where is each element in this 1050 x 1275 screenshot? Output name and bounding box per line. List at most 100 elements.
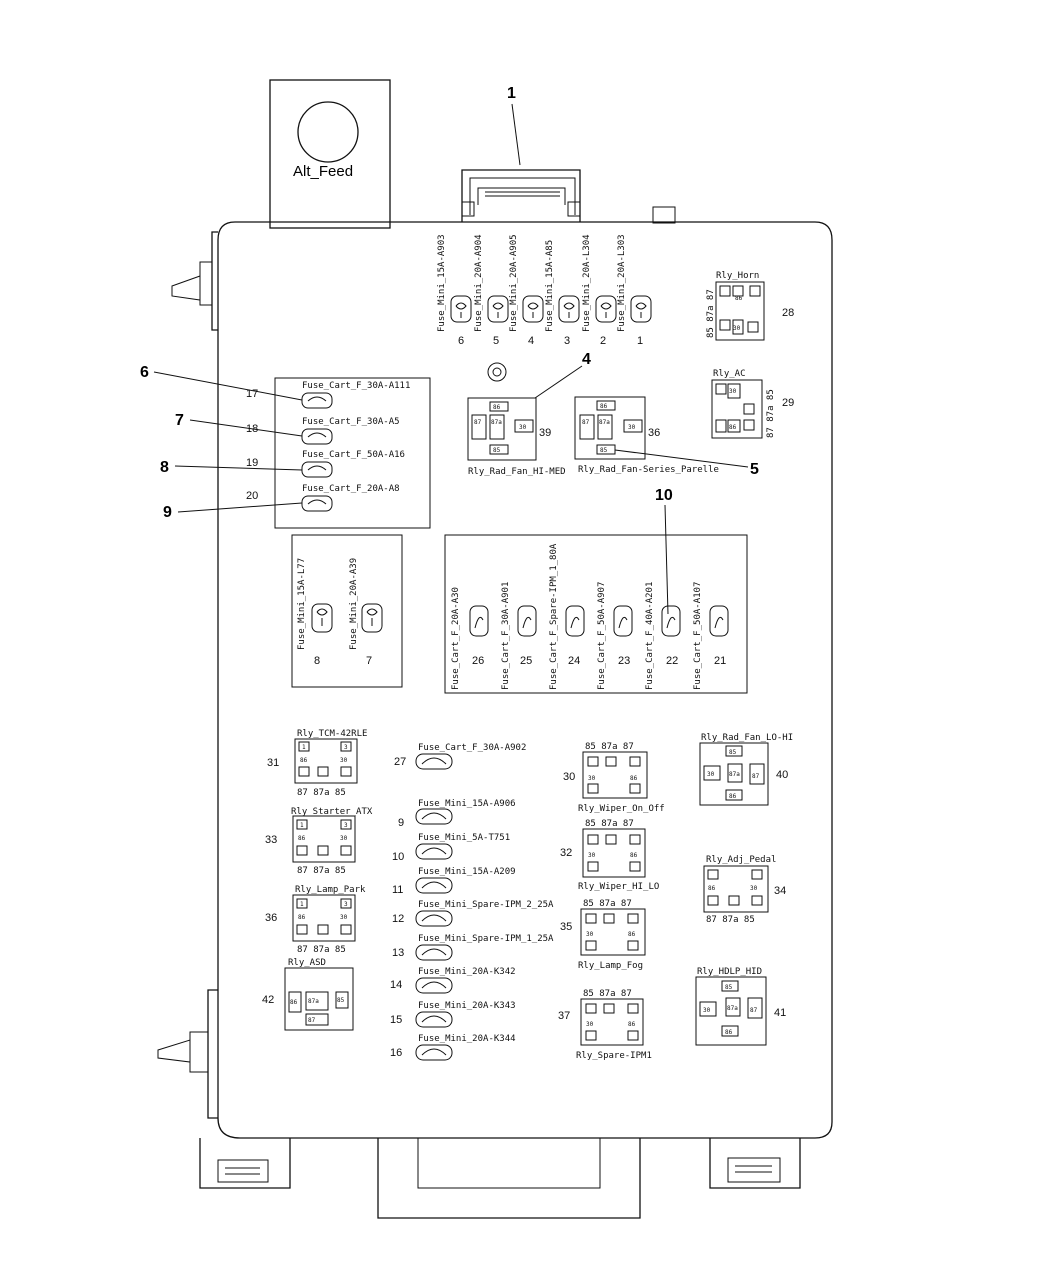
fuse-label: Fuse_Cart_F_30A-A111 <box>302 381 410 391</box>
fuse-slot-13: Fuse_Mini_Spare-IPM_1_25A 13 <box>392 934 554 961</box>
fuse-slot-21: Fuse_Cart_F_50A-A107 21 <box>693 582 729 690</box>
relay-pins: 85 87a 87 <box>585 819 634 829</box>
svg-text:3: 3 <box>344 822 348 829</box>
fuse-icon <box>307 396 327 402</box>
svg-text:30: 30 <box>628 424 636 431</box>
fuse-slot-12: Fuse_Mini_Spare-IPM_2_25A 12 <box>392 900 554 927</box>
relay-32: 85 87a 87 30 86 Rly_Wiper_HI_LO 32 <box>560 819 659 892</box>
fuse-label: Fuse_Mini_20A-A905 <box>509 234 519 332</box>
relay-37: 85 87a 87 30 86 Rly_Spare-IPM1 37 <box>558 989 652 1061</box>
fuse-slot-16: Fuse_Mini_20A-K344 16 <box>390 1034 516 1061</box>
fuse-slot-22: Fuse_Cart_F_40A-A201 22 <box>645 582 681 690</box>
relay-label: Rly_Starter_ATX <box>291 807 373 817</box>
svg-text:87a: 87a <box>729 771 740 778</box>
callouts: 1 4 5 6 7 8 9 10 <box>140 85 759 615</box>
fuse-number: 4 <box>528 335 534 347</box>
svg-text:3: 3 <box>344 901 348 908</box>
svg-text:1: 1 <box>302 744 306 751</box>
relay-label: Rly_Horn <box>716 271 759 281</box>
svg-text:87: 87 <box>752 773 760 780</box>
svg-text:86: 86 <box>628 931 636 938</box>
callout-1: 1 <box>507 85 516 102</box>
fuse-label: Fuse_Cart_F_30A-A902 <box>418 743 526 753</box>
fuse-slot-15: Fuse_Mini_20A-K343 15 <box>390 1001 516 1028</box>
svg-text:86: 86 <box>630 775 638 782</box>
fuse-slot-23: Fuse_Cart_F_50A-A907 23 <box>597 582 633 690</box>
relay-pins: 87 87a 85 <box>297 788 346 798</box>
fuse-slot-9: Fuse_Mini_15A-A906 9 <box>398 799 516 829</box>
fuse-number: 16 <box>390 1047 402 1059</box>
fuse-label: Fuse_Mini_5A-T751 <box>418 833 510 843</box>
alt-feed-stud-icon <box>297 101 359 163</box>
svg-text:85: 85 <box>493 447 501 454</box>
top-fuse-row: Fuse_Mini_15A-A903 6 Fuse_Mini_20A-A904 … <box>437 234 652 347</box>
callout-7: 7 <box>175 412 184 429</box>
fuse-slot-10: Fuse_Mini_5A-T751 10 <box>392 833 510 863</box>
fuse-label: Fuse_Mini_Spare-IPM_2_25A <box>418 900 554 910</box>
fuse-icon <box>421 757 447 765</box>
callout-9: 9 <box>163 504 172 521</box>
fuse-icon <box>527 302 539 318</box>
fuse-icon <box>570 616 580 629</box>
relay-number: 39 <box>539 427 551 439</box>
svg-text:86: 86 <box>493 404 501 411</box>
fuse-icon <box>421 948 447 956</box>
relay-label: Rly_AC <box>713 369 746 379</box>
svg-text:85: 85 <box>600 447 608 454</box>
fuse-label: Fuse_Mini_Spare-IPM_1_25A <box>418 934 554 944</box>
fuse-number: 8 <box>314 655 320 667</box>
relay-label: Rly_Lamp_Fog <box>578 961 643 971</box>
svg-text:86: 86 <box>298 835 306 842</box>
svg-text:86: 86 <box>600 403 608 410</box>
svg-text:86: 86 <box>630 852 638 859</box>
svg-text:86: 86 <box>628 1021 636 1028</box>
relay-number: 28 <box>782 307 794 319</box>
relay-number: 36 <box>265 912 277 924</box>
fuse-number: 26 <box>472 655 484 667</box>
relay-36-top: 86 87 87a 30 85 36 Rly_Rad_Fan-Series_Pa… <box>574 396 719 475</box>
svg-text:86: 86 <box>725 1029 733 1036</box>
svg-text:30: 30 <box>519 424 527 431</box>
relay-number: 35 <box>560 921 572 933</box>
relay-number: 42 <box>262 994 274 1006</box>
svg-text:86: 86 <box>735 295 743 302</box>
fuse-number: 22 <box>666 655 678 667</box>
callout-6: 6 <box>140 364 149 381</box>
svg-text:87: 87 <box>308 1017 316 1024</box>
fuse-label: Fuse_Cart_F_50A-A107 <box>693 582 703 690</box>
svg-text:87a: 87a <box>308 998 319 1005</box>
svg-text:86: 86 <box>708 885 716 892</box>
relays-top: 86 87 87a 30 85 39 Rly_Rad_Fan_HI-MED 86… <box>467 271 794 477</box>
relay-number: 32 <box>560 847 572 859</box>
callout-8: 8 <box>160 459 169 476</box>
relay-40: Rly_Rad_Fan_LO-HI 85 30 87a 87 86 40 <box>699 733 793 806</box>
fuse-icon <box>316 608 328 626</box>
svg-text:30: 30 <box>750 885 758 892</box>
fuse-slot-4: Fuse_Mini_20A-A905 4 <box>509 234 544 347</box>
fuse-slot-14: Fuse_Mini_20A-K342 14 <box>390 967 516 994</box>
fuse-label: Fuse_Mini_20A-L304 <box>582 234 592 332</box>
relay-29: Rly_AC 30 86 87 87a 85 29 <box>711 369 794 439</box>
fuse-label: Fuse_Cart_F_20A-A8 <box>302 484 400 494</box>
relay-number: 36 <box>648 427 660 439</box>
svg-text:87: 87 <box>582 419 590 426</box>
fuse-label: Fuse_Mini_20A-A39 <box>349 558 359 650</box>
fuse-number: 13 <box>392 947 404 959</box>
fuse-number: 17 <box>246 388 258 400</box>
relay-41: Rly_HDLP_HID 85 30 87a 87 86 41 <box>695 967 786 1046</box>
fuse-label: Fuse_Mini_15A-A209 <box>418 867 516 877</box>
fuse-slot-2: Fuse_Mini_20A-L304 2 <box>582 234 617 347</box>
relay-label: Rly_Spare-IPM1 <box>576 1051 652 1061</box>
svg-text:30: 30 <box>733 325 741 332</box>
fuse-slot-3: Fuse_Mini_15A-A85 3 <box>545 240 580 347</box>
fuse-icon <box>455 302 467 318</box>
svg-text:86: 86 <box>298 914 306 921</box>
fuse-number: 27 <box>394 756 406 768</box>
fuse-icon <box>421 1015 447 1023</box>
fuse-icon <box>563 302 575 318</box>
fuse-label: Fuse_Cart_F_30A-A901 <box>501 582 511 690</box>
fuse-number: 14 <box>390 979 402 991</box>
svg-text:87: 87 <box>474 419 482 426</box>
mini-fuse-small-box: Fuse_Mini_15A-L77 8 Fuse_Mini_20A-A39 7 <box>297 558 383 667</box>
